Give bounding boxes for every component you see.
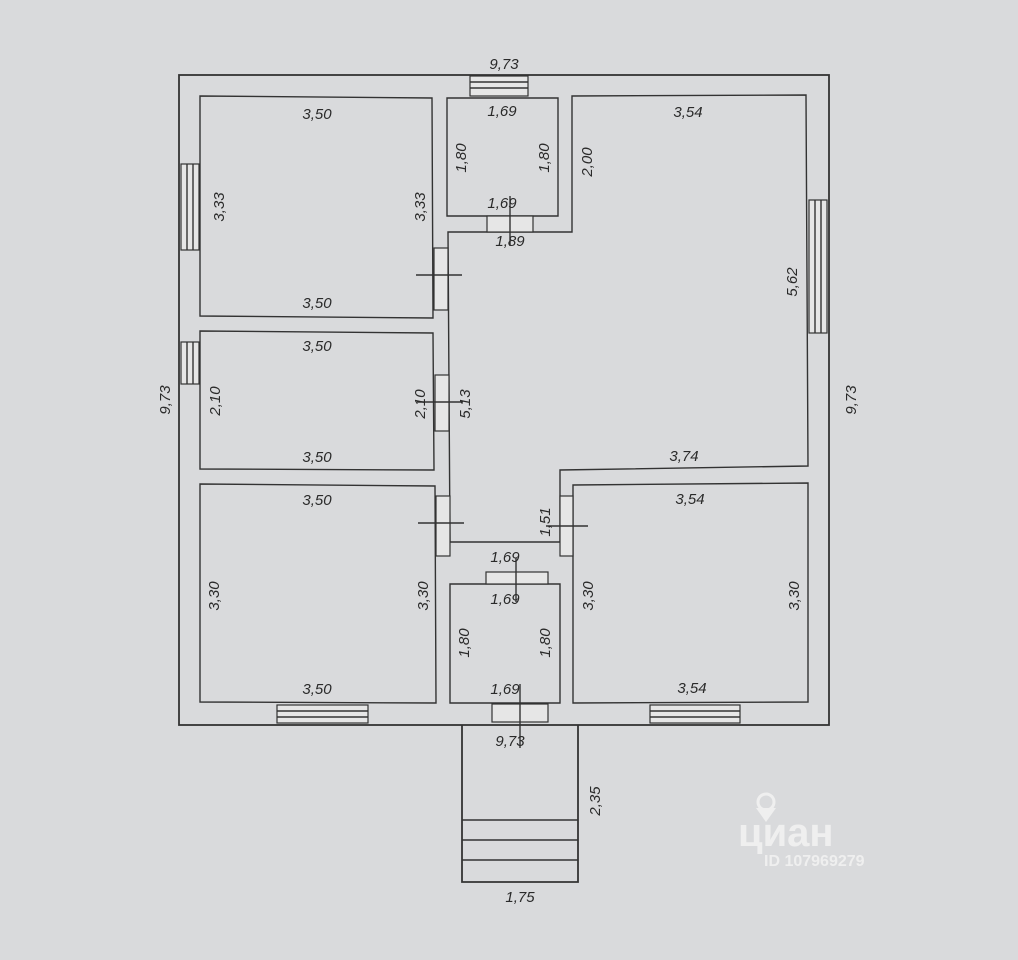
- dim-room3-left: 3,30: [206, 581, 223, 611]
- window-bottom-right: [649, 704, 741, 724]
- dim-outer-left: 9,73: [157, 385, 174, 415]
- room-bedroom-2: [199, 330, 435, 471]
- door-bedroom-1: [416, 247, 462, 311]
- dim-bath-bottom-top: 1,69: [490, 591, 520, 608]
- dim-big-room-top: 3,54: [673, 104, 702, 121]
- dim-porch-width: 1,75: [505, 889, 535, 906]
- dim-corridor-bottom: 1,69: [490, 549, 520, 566]
- dim-corridor-top: 1,89: [495, 233, 525, 250]
- room-bedroom-1: [199, 95, 434, 319]
- door-bathroom-top: [486, 196, 534, 246]
- dim-room2-left: 2,10: [207, 386, 224, 417]
- door-bathroom-bottom: [485, 558, 549, 602]
- dim-big-room-left: 2,00: [579, 147, 596, 178]
- room-bathroom-top: [446, 97, 559, 217]
- dim-bath-top-top: 1,69: [487, 103, 517, 120]
- dim-bath-bottom-left: 1,80: [456, 628, 473, 658]
- dim-bath-top-bottom: 1,69: [487, 195, 517, 212]
- porch: [461, 725, 579, 883]
- dim-big-room-right: 5,62: [784, 267, 801, 297]
- dim-corridor-step: 1,51: [537, 507, 554, 536]
- location-pin-icon: [756, 792, 776, 822]
- watermark-id: ID 107969279: [764, 853, 865, 870]
- dim-outer-top: 9,73: [489, 56, 519, 73]
- dim-room4-left: 3,30: [580, 581, 597, 611]
- window-right: [808, 199, 828, 334]
- dim-room2-top: 3,50: [302, 338, 332, 355]
- dim-room2-bottom: 3,50: [302, 449, 332, 466]
- outer-walls: [178, 74, 830, 726]
- window-bottom-left: [276, 704, 369, 724]
- dim-outer-right: 9,73: [843, 385, 860, 415]
- dim-bath-bottom-bottom: 1,69: [490, 681, 520, 698]
- dim-room4-bottom: 3,54: [677, 680, 706, 697]
- dim-room3-bottom: 3,50: [302, 681, 332, 698]
- dim-bath-top-right: 1,80: [536, 143, 553, 173]
- dim-big-room-bottom: 3,74: [669, 448, 698, 465]
- door-bedroom-2: [417, 374, 463, 432]
- dim-bath-bottom-right: 1,80: [537, 628, 554, 658]
- dim-room4-right: 3,30: [786, 581, 803, 611]
- dim-room1-left: 3,33: [211, 192, 228, 222]
- door-bedroom-4: [546, 495, 588, 557]
- room-bedroom-3: [199, 483, 437, 704]
- doors: [416, 196, 588, 748]
- window-left-1: [180, 163, 200, 251]
- dim-room1-top: 3,50: [302, 106, 332, 123]
- windows: [180, 75, 828, 724]
- dim-corridor-left: 5,13: [457, 389, 474, 419]
- watermark-brand: циан: [738, 811, 834, 855]
- door-bedroom-3: [418, 495, 464, 557]
- room-big-living: [447, 94, 809, 543]
- dim-room3-top: 3,50: [302, 492, 332, 509]
- dim-porch-depth: 2,35: [587, 786, 604, 817]
- window-left-2: [180, 341, 200, 385]
- room-bedroom-4: [572, 482, 809, 704]
- dim-room2-right: 2,10: [412, 389, 429, 420]
- dim-outer-bottom: 9,73: [495, 733, 525, 750]
- dim-room4-top: 3,54: [675, 491, 704, 508]
- dim-room3-right: 3,30: [415, 581, 432, 611]
- dim-room1-bottom: 3,50: [302, 295, 332, 312]
- window-top: [469, 75, 529, 97]
- dimension-labels: 9,73 9,73 9,73 9,73 3,50 3,33 3,33 3,50 …: [157, 56, 860, 906]
- dim-bath-top-left: 1,80: [453, 143, 470, 173]
- dim-room1-right: 3,33: [412, 192, 429, 222]
- watermark: циан ID 107969279: [738, 792, 865, 870]
